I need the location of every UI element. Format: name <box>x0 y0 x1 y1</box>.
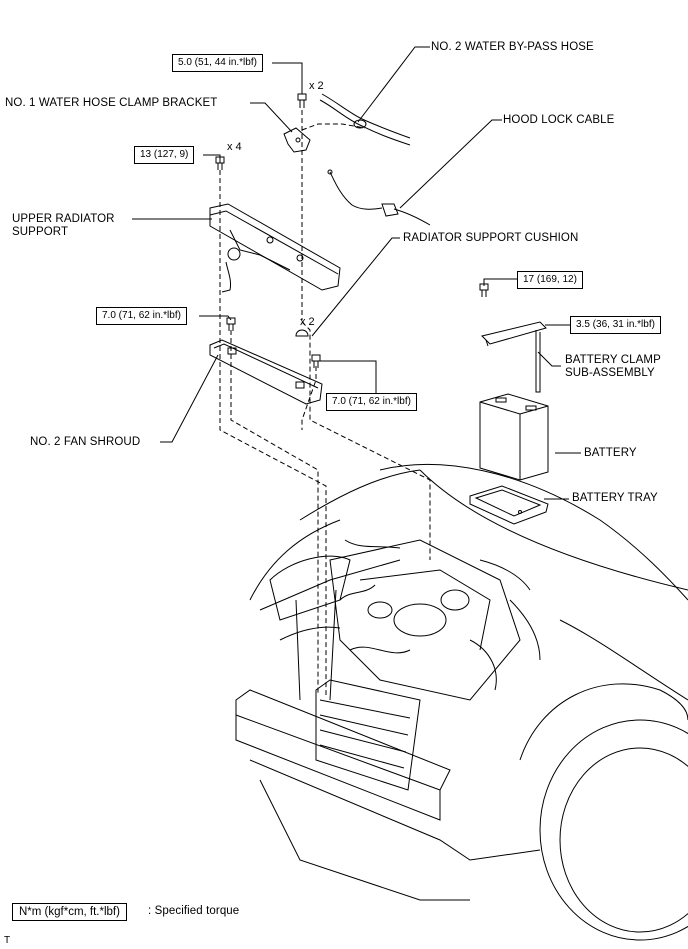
water-bypass-hose <box>319 93 411 146</box>
label-radiator-support-cushion: RADIATOR SUPPORT CUSHION <box>403 232 579 244</box>
water-hose-clamp-bracket <box>283 127 311 153</box>
label-fan-shroud: NO. 2 FAN SHROUD <box>30 436 141 448</box>
torque-bracket-bolt: 5.0 (51, 44 in.*lbf) <box>172 54 263 72</box>
battery-clamp-assembly <box>481 321 547 393</box>
shroud-bolt-right-icon <box>311 354 321 368</box>
torque-shroud-bolt-right: 7.0 (71, 62 in.*lbf) <box>326 393 417 411</box>
label-battery-tray: BATTERY TRAY <box>572 492 658 504</box>
shroud-bolt-left-icon <box>226 317 236 331</box>
fan-shroud <box>209 339 323 405</box>
dashed-alignment-lines <box>219 110 431 695</box>
hood-lock-cable <box>327 169 431 226</box>
quantity-cushion: x 2 <box>300 316 315 328</box>
label-upper-radiator-support: UPPER RADIATOR SUPPORT <box>12 213 115 238</box>
support-bolt-icon <box>215 156 225 170</box>
legend-torque-unit: N*m (kgf*cm, ft.*lbf) <box>12 903 127 921</box>
legend-torque-text: : Specified torque <box>148 905 240 917</box>
label-water-hose-clamp-bracket: NO. 1 WATER HOSE CLAMP BRACKET <box>5 97 218 109</box>
radiator-support-cushion <box>295 329 309 337</box>
vehicle-front-engine-bay <box>235 463 688 941</box>
quantity-bracket-bolt: x 2 <box>309 80 324 92</box>
label-battery: BATTERY <box>584 447 637 459</box>
footer-code: T <box>4 935 11 946</box>
torque-shroud-bolt-left: 7.0 (71, 62 in.*lbf) <box>96 307 187 325</box>
battery-tray-bolt-icon <box>479 283 489 297</box>
bracket-bolt-icon <box>297 93 307 108</box>
label-hood-lock-cable: HOOD LOCK CABLE <box>503 114 615 126</box>
label-water-bypass-hose: NO. 2 WATER BY-PASS HOSE <box>431 41 594 53</box>
torque-support-bolt: 13 (127, 9) <box>134 146 195 164</box>
battery <box>479 393 549 481</box>
label-battery-clamp: BATTERY CLAMP SUB-ASSEMBLY <box>565 354 661 379</box>
upper-radiator-support <box>209 203 341 293</box>
battery-tray <box>469 485 549 525</box>
quantity-support-bolt: x 4 <box>227 141 242 153</box>
torque-battery-tray-bolt: 17 (169, 12) <box>517 271 583 289</box>
torque-battery-clamp-nut: 3.5 (36, 31 in.*lbf) <box>570 316 661 334</box>
